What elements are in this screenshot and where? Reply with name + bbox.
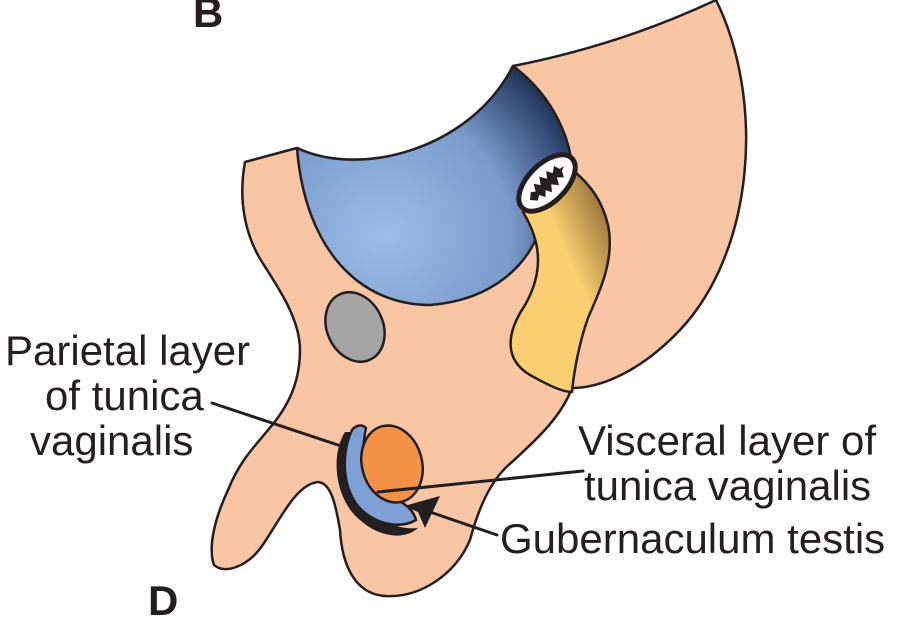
panel-label-top: B xyxy=(193,0,223,36)
parietal-label-line-1: Parietal layer xyxy=(5,327,250,374)
parietal-label-line-3: vaginalis xyxy=(30,417,193,464)
visceral-label-line-1: Visceral layer of xyxy=(578,417,876,464)
visceral-label-line-2: tunica vaginalis xyxy=(584,462,871,509)
panel-label-bottom: D xyxy=(148,577,178,624)
gubernaculum-label: Gubernaculum testis xyxy=(500,515,885,562)
parietal-label-line-2: of tunica xyxy=(45,372,204,419)
